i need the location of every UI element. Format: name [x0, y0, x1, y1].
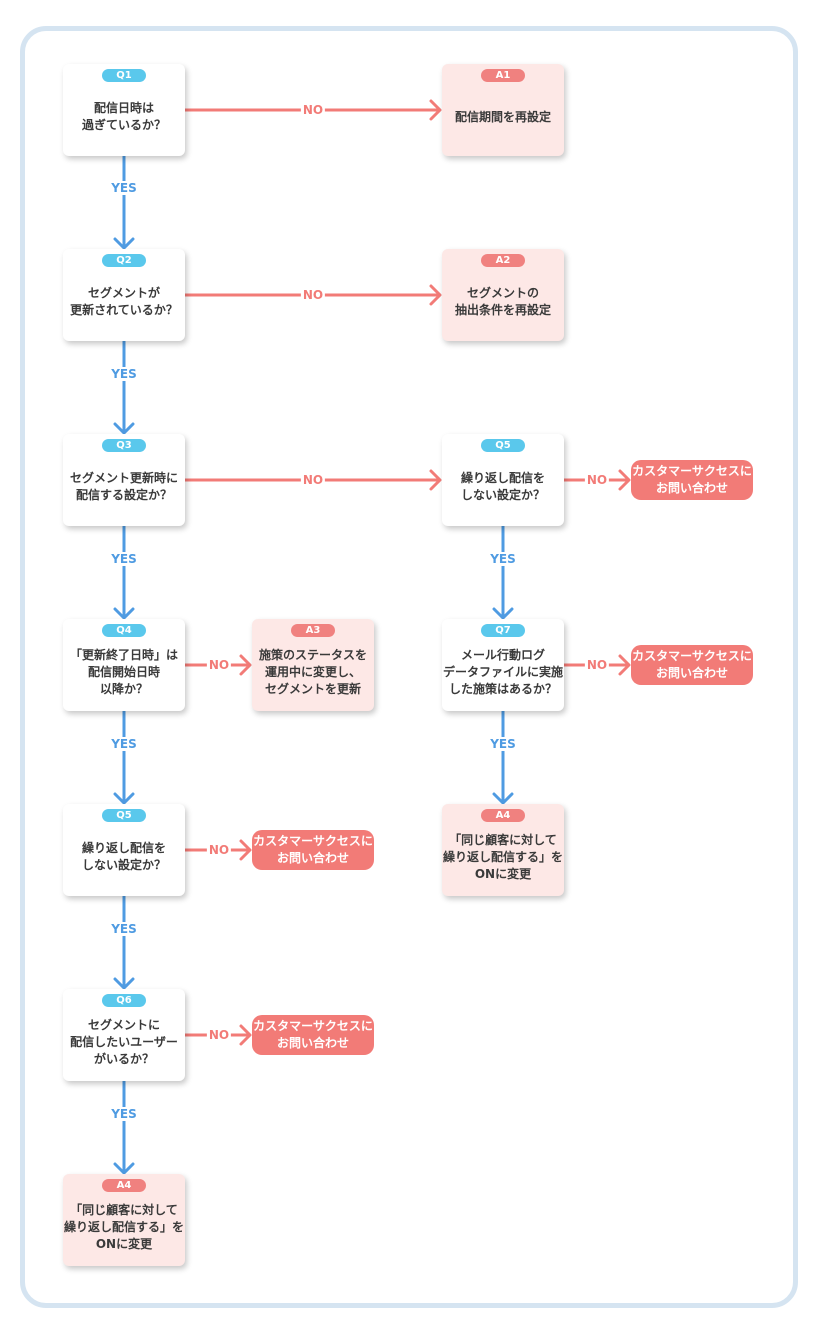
q6-text: セグメントに 配信したいユーザー がいるか？	[70, 1017, 178, 1066]
q5-right-text: 繰り返し配信を しない設定か？	[460, 471, 545, 502]
q5-text: 繰り返し配信を しない設定か？	[81, 841, 166, 872]
a2-badge: A2	[481, 254, 525, 267]
question-q7: Q7 メール行動ログ データファイルに実施 した施策はあるか？	[442, 619, 564, 711]
a1-badge: A1	[481, 69, 525, 82]
edge-label-q5-yes: YES	[109, 922, 139, 936]
contact-success-4-text: カスタマーサクセスに お問い合わせ	[253, 1019, 373, 1050]
q4-text: 「更新終了日時」は 配信開始日時 以降か？	[69, 647, 178, 696]
answer-a3: A3 施策のステータスを 運用中に変更し、 セグメントを更新	[252, 619, 374, 711]
a4-right-text: 「同じ顧客に対して 繰り返し配信する」を ONに変更	[442, 832, 563, 881]
answer-a4-right: A4 「同じ顧客に対して 繰り返し配信する」を ONに変更	[442, 804, 564, 896]
answer-a4: A4 「同じ顧客に対して 繰り返し配信する」を ONに変更	[63, 1174, 185, 1266]
edge-label-q5r-no: NO	[584, 473, 610, 487]
edge-label-q2-no: NO	[300, 288, 326, 302]
edge-label-q1-yes: YES	[109, 181, 139, 195]
edge-label-q1-no: NO	[300, 103, 326, 117]
a4-text: 「同じ顧客に対して 繰り返し配信する」を ONに変更	[63, 1202, 184, 1251]
a2-text: セグメントの 抽出条件を再設定	[454, 286, 551, 317]
edge-label-q3-yes: YES	[109, 552, 139, 566]
q2-badge: Q2	[102, 254, 146, 267]
question-q5-right: Q5 繰り返し配信を しない設定か？	[442, 434, 564, 526]
contact-success-3: カスタマーサクセスに お問い合わせ	[252, 830, 374, 870]
question-q3: Q3 セグメント更新時に 配信する設定か？	[63, 434, 185, 526]
a1-text: 配信期間を再設定	[454, 109, 551, 124]
contact-success-2: カスタマーサクセスに お問い合わせ	[631, 645, 753, 685]
question-q1: Q1 配信日時は 過ぎているか？	[63, 64, 185, 156]
contact-success-2-text: カスタマーサクセスに お問い合わせ	[632, 649, 752, 680]
question-q2: Q2 セグメントが 更新されているか？	[63, 249, 185, 341]
q7-text: メール行動ログ データファイルに実施 した施策はあるか？	[442, 647, 563, 696]
q7-badge: Q7	[481, 624, 525, 637]
edge-label-q7-no: NO	[584, 658, 610, 672]
a3-text: 施策のステータスを 運用中に変更し、 セグメントを更新	[258, 647, 367, 696]
q5-right-badge: Q5	[481, 439, 525, 452]
contact-success-4: カスタマーサクセスに お問い合わせ	[252, 1015, 374, 1055]
q6-badge: Q6	[102, 994, 146, 1007]
edge-label-q3-no: NO	[300, 473, 326, 487]
contact-success-1-text: カスタマーサクセスに お問い合わせ	[632, 464, 752, 495]
edge-label-q6-no: NO	[206, 1028, 232, 1042]
edge-label-q5r-yes: YES	[488, 552, 518, 566]
contact-success-3-text: カスタマーサクセスに お問い合わせ	[253, 834, 373, 865]
contact-success-1: カスタマーサクセスに お問い合わせ	[631, 460, 753, 500]
question-q6: Q6 セグメントに 配信したいユーザー がいるか？	[63, 989, 185, 1081]
q3-text: セグメント更新時に 配信する設定か？	[69, 471, 178, 502]
edge-label-q7-yes: YES	[488, 737, 518, 751]
q1-text: 配信日時は 過ぎているか？	[81, 101, 166, 132]
q5-badge: Q5	[102, 809, 146, 822]
edge-label-q6-yes: YES	[109, 1107, 139, 1121]
q2-text: セグメントが 更新されているか？	[70, 286, 178, 317]
question-q5: Q5 繰り返し配信を しない設定か？	[63, 804, 185, 896]
a4-badge: A4	[102, 1179, 146, 1192]
q3-badge: Q3	[102, 439, 146, 452]
edge-label-q2-yes: YES	[109, 367, 139, 381]
a3-badge: A3	[291, 624, 335, 637]
edge-label-q4-yes: YES	[109, 737, 139, 751]
edge-label-q4-no: NO	[206, 658, 232, 672]
q1-badge: Q1	[102, 69, 146, 82]
edge-label-q5-no: NO	[206, 843, 232, 857]
answer-a1: A1 配信期間を再設定	[442, 64, 564, 156]
q4-badge: Q4	[102, 624, 146, 637]
a4-right-badge: A4	[481, 809, 525, 822]
answer-a2: A2 セグメントの 抽出条件を再設定	[442, 249, 564, 341]
question-q4: Q4 「更新終了日時」は 配信開始日時 以降か？	[63, 619, 185, 711]
